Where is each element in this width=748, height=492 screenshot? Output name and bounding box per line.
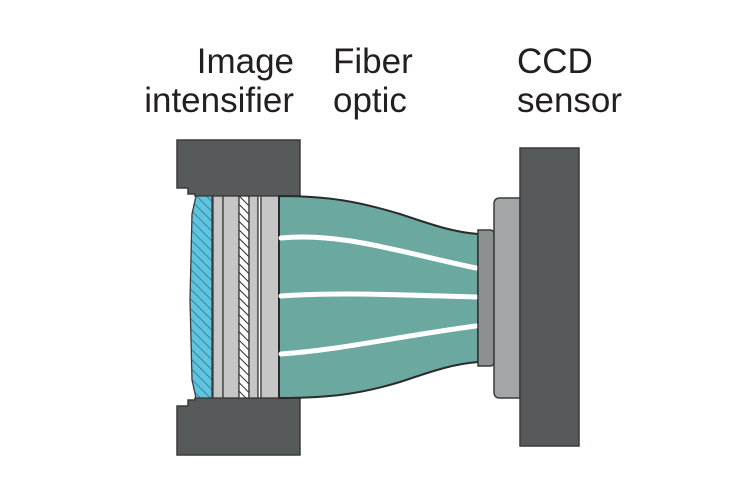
- output-window: [248, 195, 259, 399]
- intensifier-housing-top: [176, 139, 301, 197]
- fiber-faceplate: [260, 195, 280, 399]
- image-intensifier-label-line2: intensifier: [144, 81, 294, 120]
- intensifier-layers: [189, 195, 280, 399]
- fiber-optic-label-line1: Fiber: [333, 42, 413, 81]
- phosphor-screen-hatched: [238, 195, 250, 399]
- image-intensifier-label: Image intensifier: [144, 42, 294, 120]
- fiber-strand-1: [278, 234, 479, 271]
- microchannel-plate-1: [212, 195, 224, 399]
- ccd-coupler: [477, 197, 521, 399]
- fiber-strand-2: [278, 291, 479, 300]
- microchannel-plate-2: [222, 195, 240, 399]
- fiber-optic-taper: [278, 194, 479, 400]
- fiber-optic-label: Fiber optic: [333, 42, 413, 120]
- fiber-optic-label-line2: optic: [333, 81, 407, 120]
- coupler-inner: [477, 229, 495, 367]
- fiber-strand-3: [278, 323, 479, 357]
- coupler-outer: [493, 197, 521, 399]
- intensifier-housing: [176, 139, 301, 456]
- intensifier-housing-bottom: [176, 397, 301, 456]
- ccd-sensor-label-line2: sensor: [517, 81, 623, 120]
- ccd-sensor-label: CCD sensor: [517, 42, 622, 120]
- ccd-sensor-block: [519, 147, 580, 447]
- photocathode-window: [189, 195, 213, 399]
- ccd-sensor-label-line1: CCD: [517, 42, 593, 81]
- image-intensifier-label-line1: Image: [196, 42, 294, 81]
